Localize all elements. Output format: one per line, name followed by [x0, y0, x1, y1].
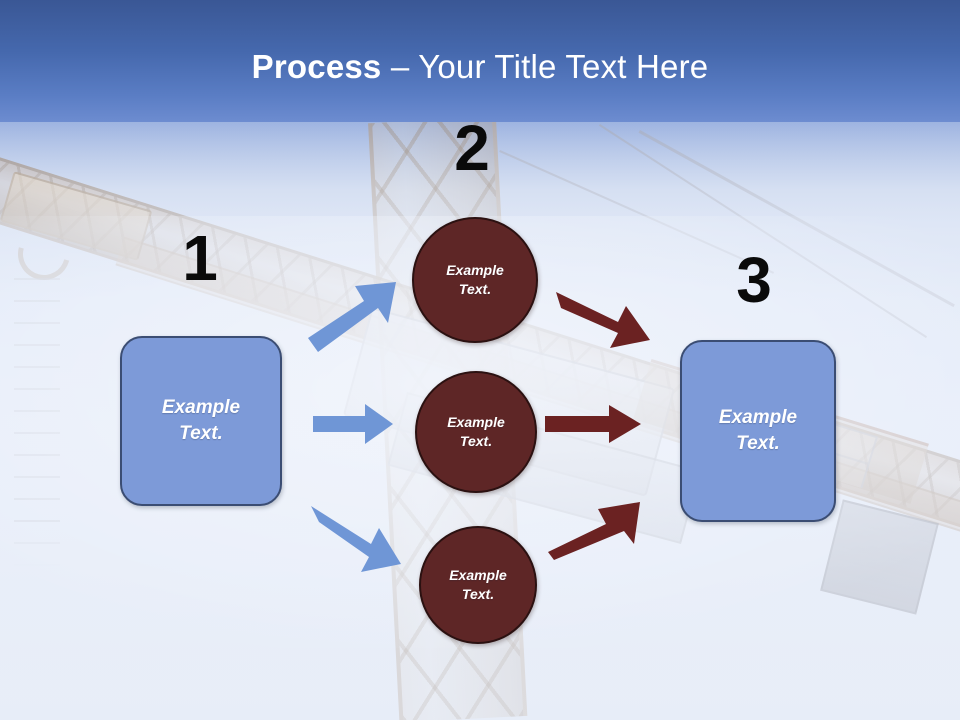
stage-three-box-label: Example Text. [718, 407, 798, 454]
stage-two-circle-1-label: Example Text. [446, 262, 504, 297]
page-title: Process – Your Title Text Here [0, 48, 960, 86]
stage-one-box-label: Example Text. [161, 397, 241, 444]
stage-two-circle-2-label: Example Text. [447, 414, 505, 449]
step-number-3: 3 [736, 244, 772, 316]
stage-one-box[interactable]: Example Text. [120, 336, 282, 506]
stage-two-circle-3[interactable]: Example Text. [419, 526, 537, 644]
maroon-arrow-up-right [548, 500, 644, 562]
stage-two-circle-1[interactable]: Example Text. [412, 217, 538, 343]
step-number-2: 2 [454, 112, 490, 184]
blue-arrow-up-right [308, 282, 400, 354]
stage-two-circle-2[interactable]: Example Text. [415, 371, 537, 493]
stage-two-circle-3-label: Example Text. [449, 567, 507, 602]
maroon-arrow-right [545, 405, 641, 443]
maroon-arrow-down-right [556, 288, 654, 350]
title-strong: Process [251, 48, 382, 85]
stage-three-box[interactable]: Example Text. [680, 340, 836, 522]
title-light: Your Title Text Here [418, 48, 709, 85]
title-band [0, 0, 960, 122]
blue-arrow-down-right [311, 500, 405, 574]
blue-arrow-right [313, 404, 393, 444]
title-separator: – [381, 48, 419, 85]
step-number-1: 1 [182, 222, 218, 294]
